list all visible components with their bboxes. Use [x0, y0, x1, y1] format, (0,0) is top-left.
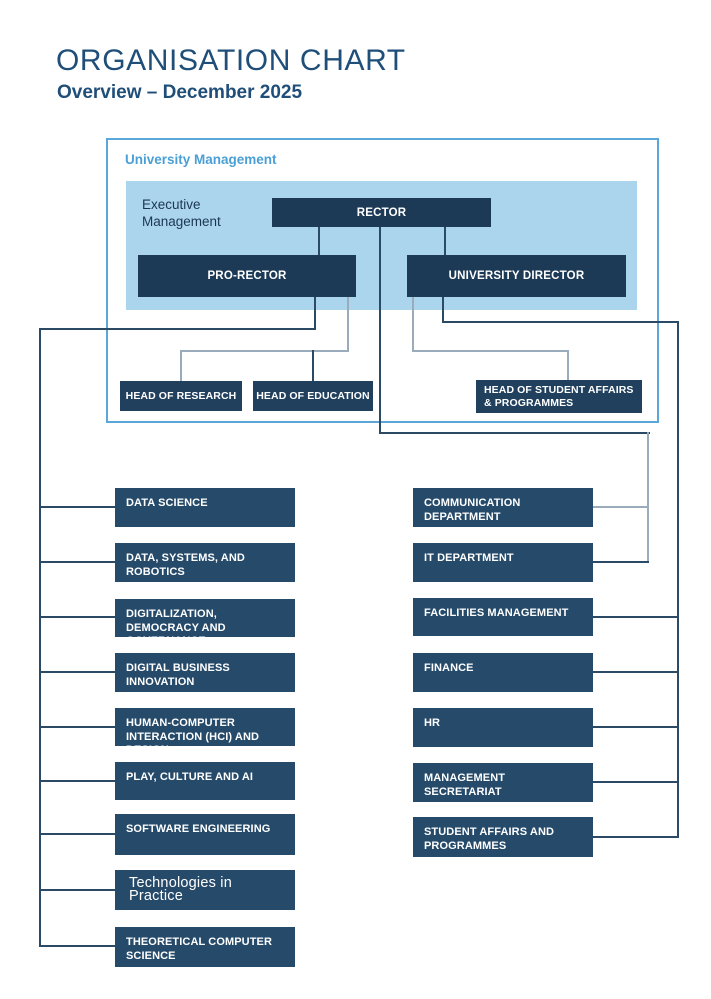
unit-data-systems-robotics: DATA, SYSTEMS, AND ROBOTICS [115, 543, 295, 582]
pro-rector-box: PRO-RECTOR [138, 255, 356, 297]
university-management-frame [106, 138, 659, 423]
executive-management-label: Executive Management [142, 197, 221, 229]
university-director-box: UNIVERSITY DIRECTOR [407, 255, 626, 297]
unit-it-department: IT DEPARTMENT [413, 543, 593, 582]
unit-digital-business-innovation: DIGITAL BUSINESS INNOVATION [115, 653, 295, 692]
unit-data-science: DATA SCIENCE [115, 488, 295, 527]
unit-communication-department: COMMUNICATION DEPARTMENT [413, 488, 593, 527]
unit-hci-design: HUMAN-COMPUTER INTERACTION (HCI) AND DES… [115, 708, 295, 756]
unit-theoretical-computer-science: THEORETICAL COMPUTER SCIENCE [115, 927, 295, 967]
unit-digitalization-democracy-governance: DIGITALIZATION, DEMOCRACY AND GOVERNANCE [115, 599, 295, 647]
unit-student-affairs-programmes: STUDENT AFFAIRS AND PROGRAMMES [413, 817, 593, 857]
head-of-research-box: HEAD OF RESEARCH [120, 381, 242, 411]
unit-hr: HR [413, 708, 593, 747]
page-subtitle: Overview – December 2025 [57, 82, 303, 103]
head-of-student-affairs-box: HEAD OF STUDENT AFFAIRS & PROGRAMMES [476, 380, 642, 413]
unit-software-engineering: SOFTWARE ENGINEERING [115, 814, 295, 855]
rector-box: RECTOR [272, 198, 491, 227]
university-management-label: University Management [125, 152, 277, 167]
unit-play-culture-ai: PLAY, CULTURE AND AI [115, 762, 295, 800]
unit-finance: FINANCE [413, 653, 593, 692]
page-title: ORGANISATION CHART [56, 44, 406, 77]
unit-facilities-management: FACILITIES MANAGEMENT [413, 598, 593, 636]
unit-technologies-in-practice: Technologies in Practice [115, 870, 295, 910]
head-of-education-box: HEAD OF EDUCATION [253, 381, 373, 411]
unit-management-secretariat: MANAGEMENT SECRETARIAT [413, 763, 593, 802]
